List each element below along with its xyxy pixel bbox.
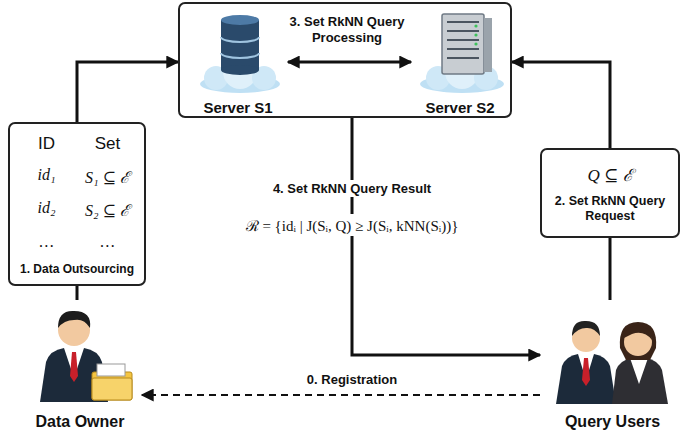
query-request-box: Q ⊆ ℰ 2. Set RkNN Query Request xyxy=(540,148,680,238)
node-text: S₁ ⊆ ℰ xyxy=(85,166,130,188)
node-text: … xyxy=(100,233,114,251)
data-owner-figure-part xyxy=(92,378,132,400)
server-node: Server S2 xyxy=(411,8,509,116)
server-icon-part-part xyxy=(447,48,479,50)
server-node: Server S1 xyxy=(188,8,288,116)
connector-arrow xyxy=(142,394,540,396)
data-owner-figure-part xyxy=(70,352,78,382)
data-owner-figure xyxy=(40,311,132,402)
data-table-box: ID Set id₁ S₁ ⊆ ℰ id₂ S₂ ⊆ ℰ … … 1. Data Outsour… xyxy=(8,122,146,286)
server-icon-part-part xyxy=(447,21,479,23)
server-icon-part-part xyxy=(447,30,479,32)
server-icon-part xyxy=(474,24,477,45)
node-text: S₂ ⊆ ℰ xyxy=(85,199,130,221)
data-owner-figure-part xyxy=(58,311,90,328)
query-users-figure-part xyxy=(556,354,616,404)
actor-node: Query Users xyxy=(540,300,685,435)
query-users-figure-part xyxy=(582,358,590,386)
connector-arrow xyxy=(352,118,540,355)
actor-node: Data Owner xyxy=(18,300,142,435)
query-users-figure-part xyxy=(572,321,600,336)
edge-label: 0. Registration xyxy=(303,371,401,388)
database-icon-part xyxy=(221,37,259,42)
server-icon xyxy=(420,14,504,93)
server-icon-part-part xyxy=(474,33,477,36)
node-text: 2. Set RkNN Query Request xyxy=(548,194,672,224)
query-users-figure-part xyxy=(624,326,652,340)
database-icon xyxy=(200,15,280,93)
edge-label: 4. Set RkNN Query Result xyxy=(269,180,435,197)
node-text: Server S2 xyxy=(425,99,494,116)
node-text: 1. Data Outsourcing xyxy=(20,262,134,276)
server-icon-part xyxy=(484,18,492,72)
server-icon-part-part xyxy=(474,24,477,27)
connector-arrow xyxy=(76,286,79,300)
server-icon-part xyxy=(447,22,479,58)
node-text: Set xyxy=(95,134,121,154)
query-users-figure-part xyxy=(620,322,656,360)
node-text: ID xyxy=(38,134,55,154)
node-text: Q ⊆ ℰ xyxy=(587,163,632,186)
node-text: Data Owner xyxy=(36,413,125,431)
query-users-figure-part xyxy=(630,358,648,384)
server-icon-part-part xyxy=(447,57,479,59)
node-text: id₂ xyxy=(37,199,55,221)
connector-arrow xyxy=(77,62,178,122)
server-icon-part-part xyxy=(474,42,477,45)
node-text: … xyxy=(39,233,53,251)
database-icon-part xyxy=(221,15,259,25)
connector-arrow xyxy=(512,62,610,148)
database-icon-part xyxy=(221,20,259,70)
database-icon-part xyxy=(221,65,259,75)
node-text: 3. Set RkNN Query Processing xyxy=(278,14,416,46)
query-users-figure-part xyxy=(612,358,668,404)
server-group-box: 3. Set RkNN Query ProcessingServer S1 Ser… xyxy=(178,2,512,118)
connector-arrow xyxy=(288,61,411,64)
data-owner-figure-part xyxy=(97,364,125,376)
node-text: Server S1 xyxy=(203,99,272,116)
query-users-figure xyxy=(556,321,668,404)
node-text: Query Users xyxy=(565,413,660,431)
server-icon-part xyxy=(442,14,484,74)
connector-arrow xyxy=(609,238,612,300)
server-icon-part-part xyxy=(447,39,479,41)
database-icon-part xyxy=(221,53,259,58)
result-formula: ℛ = {idᵢ | J(Sᵢ, Q) ≥ J(Sᵢ, kNN(Sᵢ))} xyxy=(242,214,463,236)
node-text: id₁ xyxy=(37,166,55,188)
